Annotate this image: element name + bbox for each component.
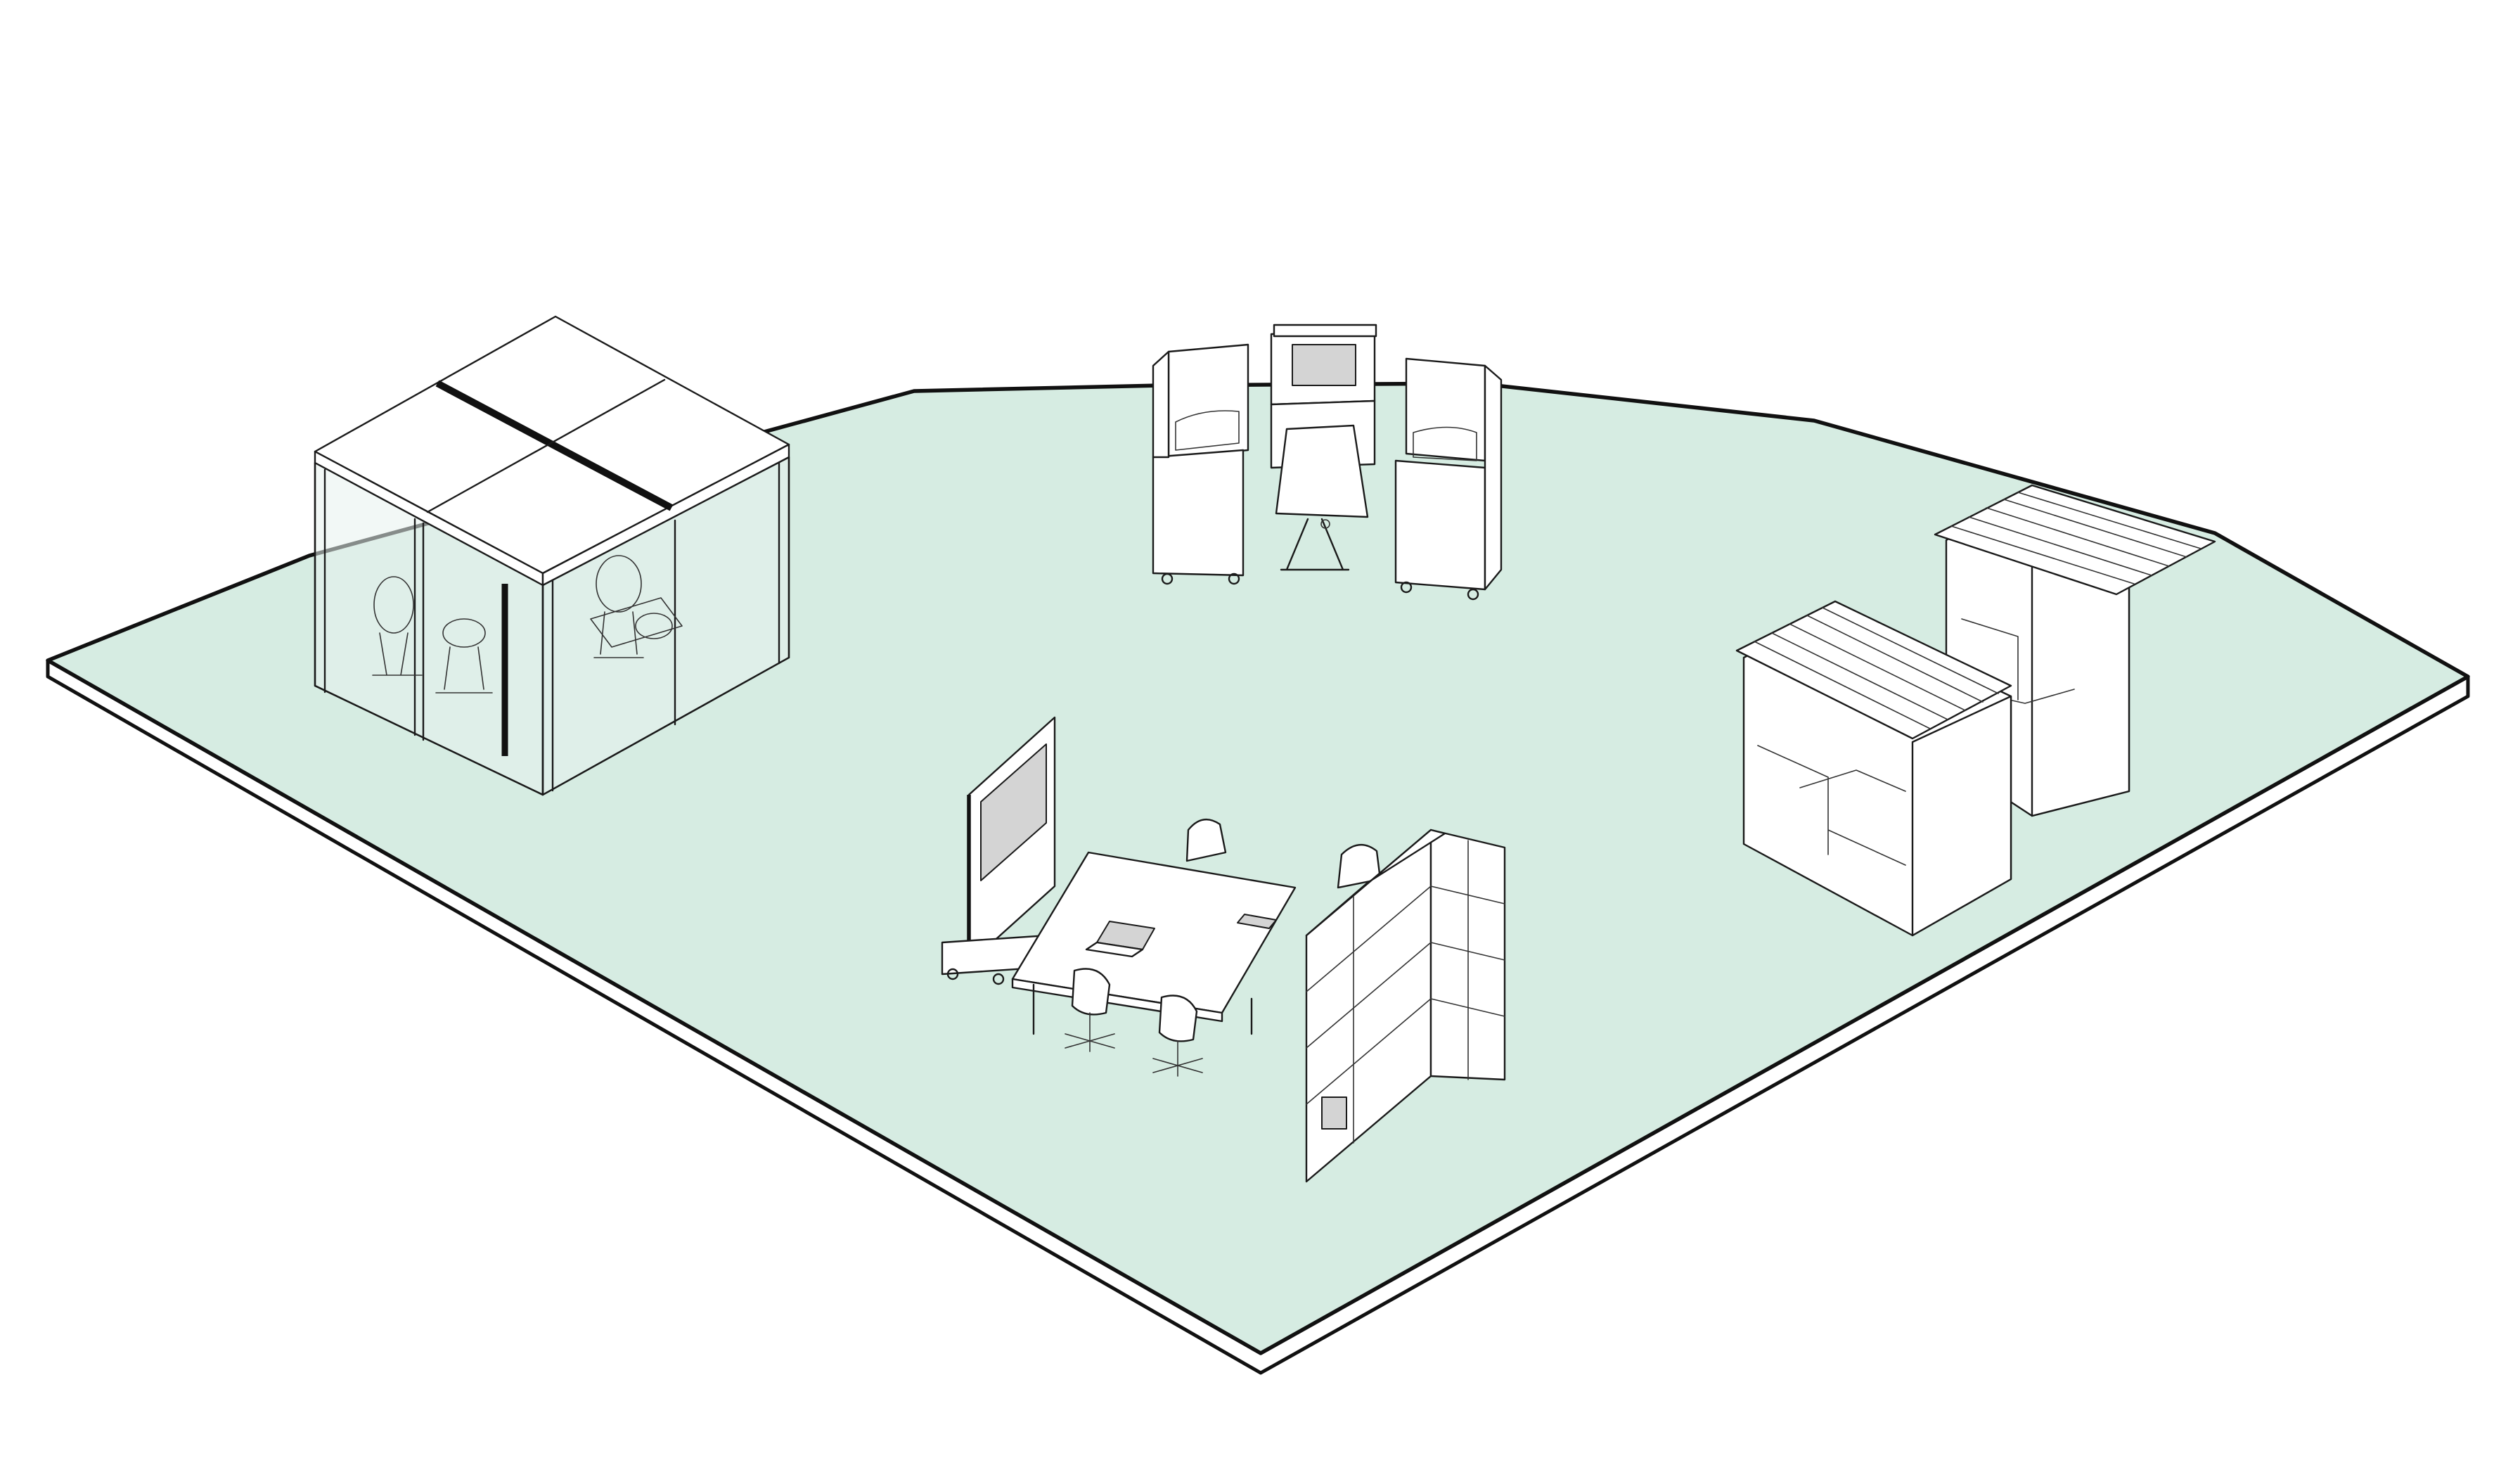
work-booths [1735,484,2216,937]
task-chairs [1065,818,1382,1077]
pod-roof-ridge [435,380,674,511]
phone-icon [1237,914,1277,929]
mobile-display-board [941,716,1056,985]
pod-chairs [372,555,683,693]
pod-roof-edge-right [541,443,790,587]
work-booth-front [1735,600,2012,937]
pod-frame [314,456,790,796]
glass-meeting-pod [314,315,790,796]
booth-slatted-roof [1934,484,2216,596]
lounge-booth-left [1152,343,1249,585]
pod-roof-seam [426,378,666,513]
lounge-booth-right [1394,357,1503,601]
collaboration-area [941,716,1506,1183]
whiteboard-easel [1275,424,1369,571]
booth-slatted-roof-front [1735,600,2012,740]
shelving-unit [1305,829,1506,1183]
lounge-area [1152,324,1503,601]
